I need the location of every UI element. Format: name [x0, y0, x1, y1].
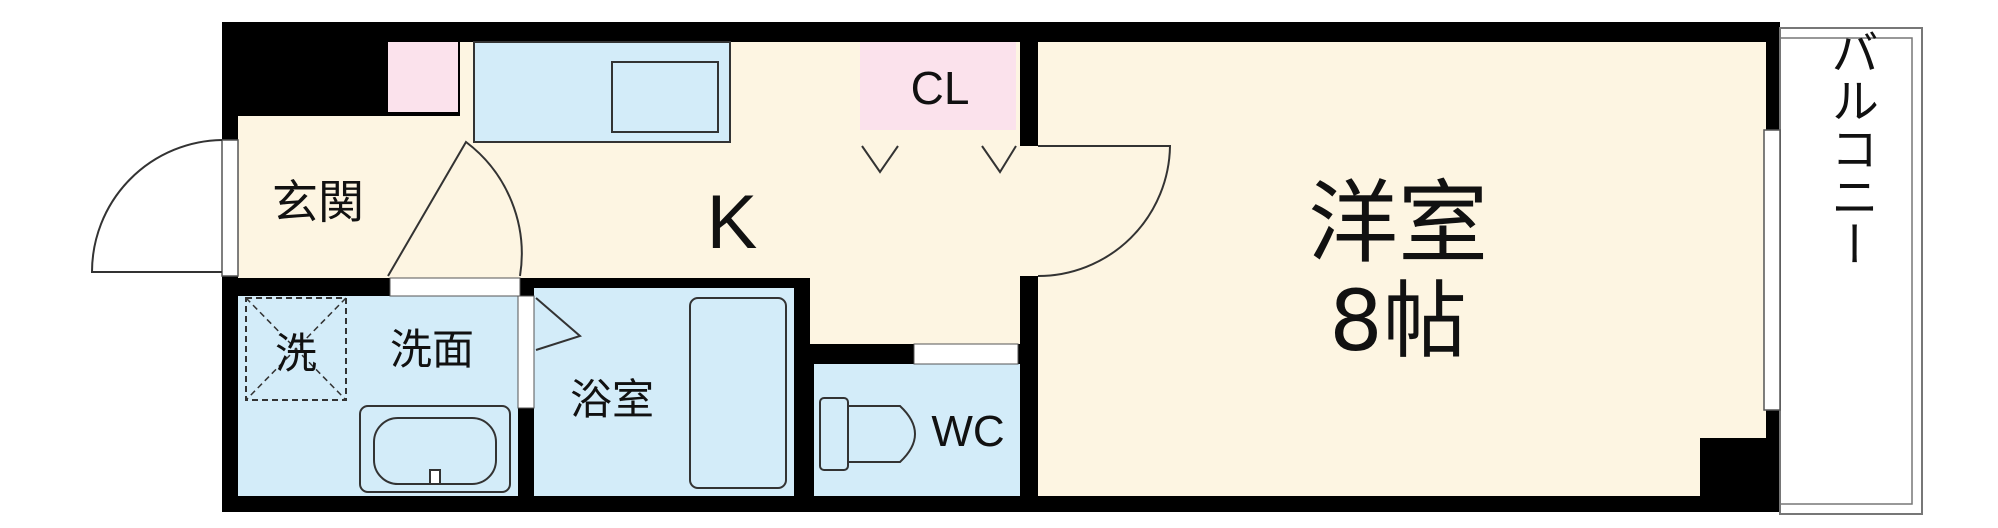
youshitsu-door-gap [1020, 146, 1038, 276]
kitchen-lower-floor [810, 278, 1020, 344]
closet-door-mark-2 [981, 145, 1017, 174]
washer-label: 洗 [275, 329, 317, 378]
closet-label: CL [911, 62, 970, 114]
genkan-label: 玄関 [272, 175, 364, 229]
senmen-door-gap [389, 277, 521, 297]
wc-label: WC [931, 407, 1004, 456]
washbasin-tap [429, 469, 441, 485]
bath-door-swing [535, 297, 583, 351]
toilet-tank [819, 397, 849, 471]
bath-door-gap [517, 295, 535, 409]
youshitsu-size-label: 8帖 [1329, 272, 1466, 370]
sink [611, 61, 719, 133]
senmen-label: 洗面 [390, 325, 474, 374]
bathtub [689, 297, 787, 489]
closet-floor [860, 42, 1016, 130]
balcony-window [1763, 129, 1781, 411]
toilet-bowl [847, 405, 916, 463]
entrance-door-swing [90, 139, 223, 273]
wc-door-gap [913, 343, 1019, 365]
bath-label: 浴室 [570, 375, 654, 424]
washer-cross-2 [245, 297, 347, 401]
kitchen-label: K [707, 180, 758, 265]
genkan-door-swing [387, 140, 523, 277]
balcony-outline [1779, 27, 1923, 515]
closet-door-mark-1 [861, 145, 899, 174]
shoe-box [388, 42, 458, 112]
balcony-label: バルコニー [1822, 28, 1878, 268]
youshitsu-floor [1038, 42, 1766, 496]
corner-pillar [1700, 438, 1766, 496]
youshitsu-door-swing [1037, 145, 1172, 277]
youshitsu-label: 洋室 [1308, 171, 1488, 276]
entrance-opening [221, 139, 239, 277]
